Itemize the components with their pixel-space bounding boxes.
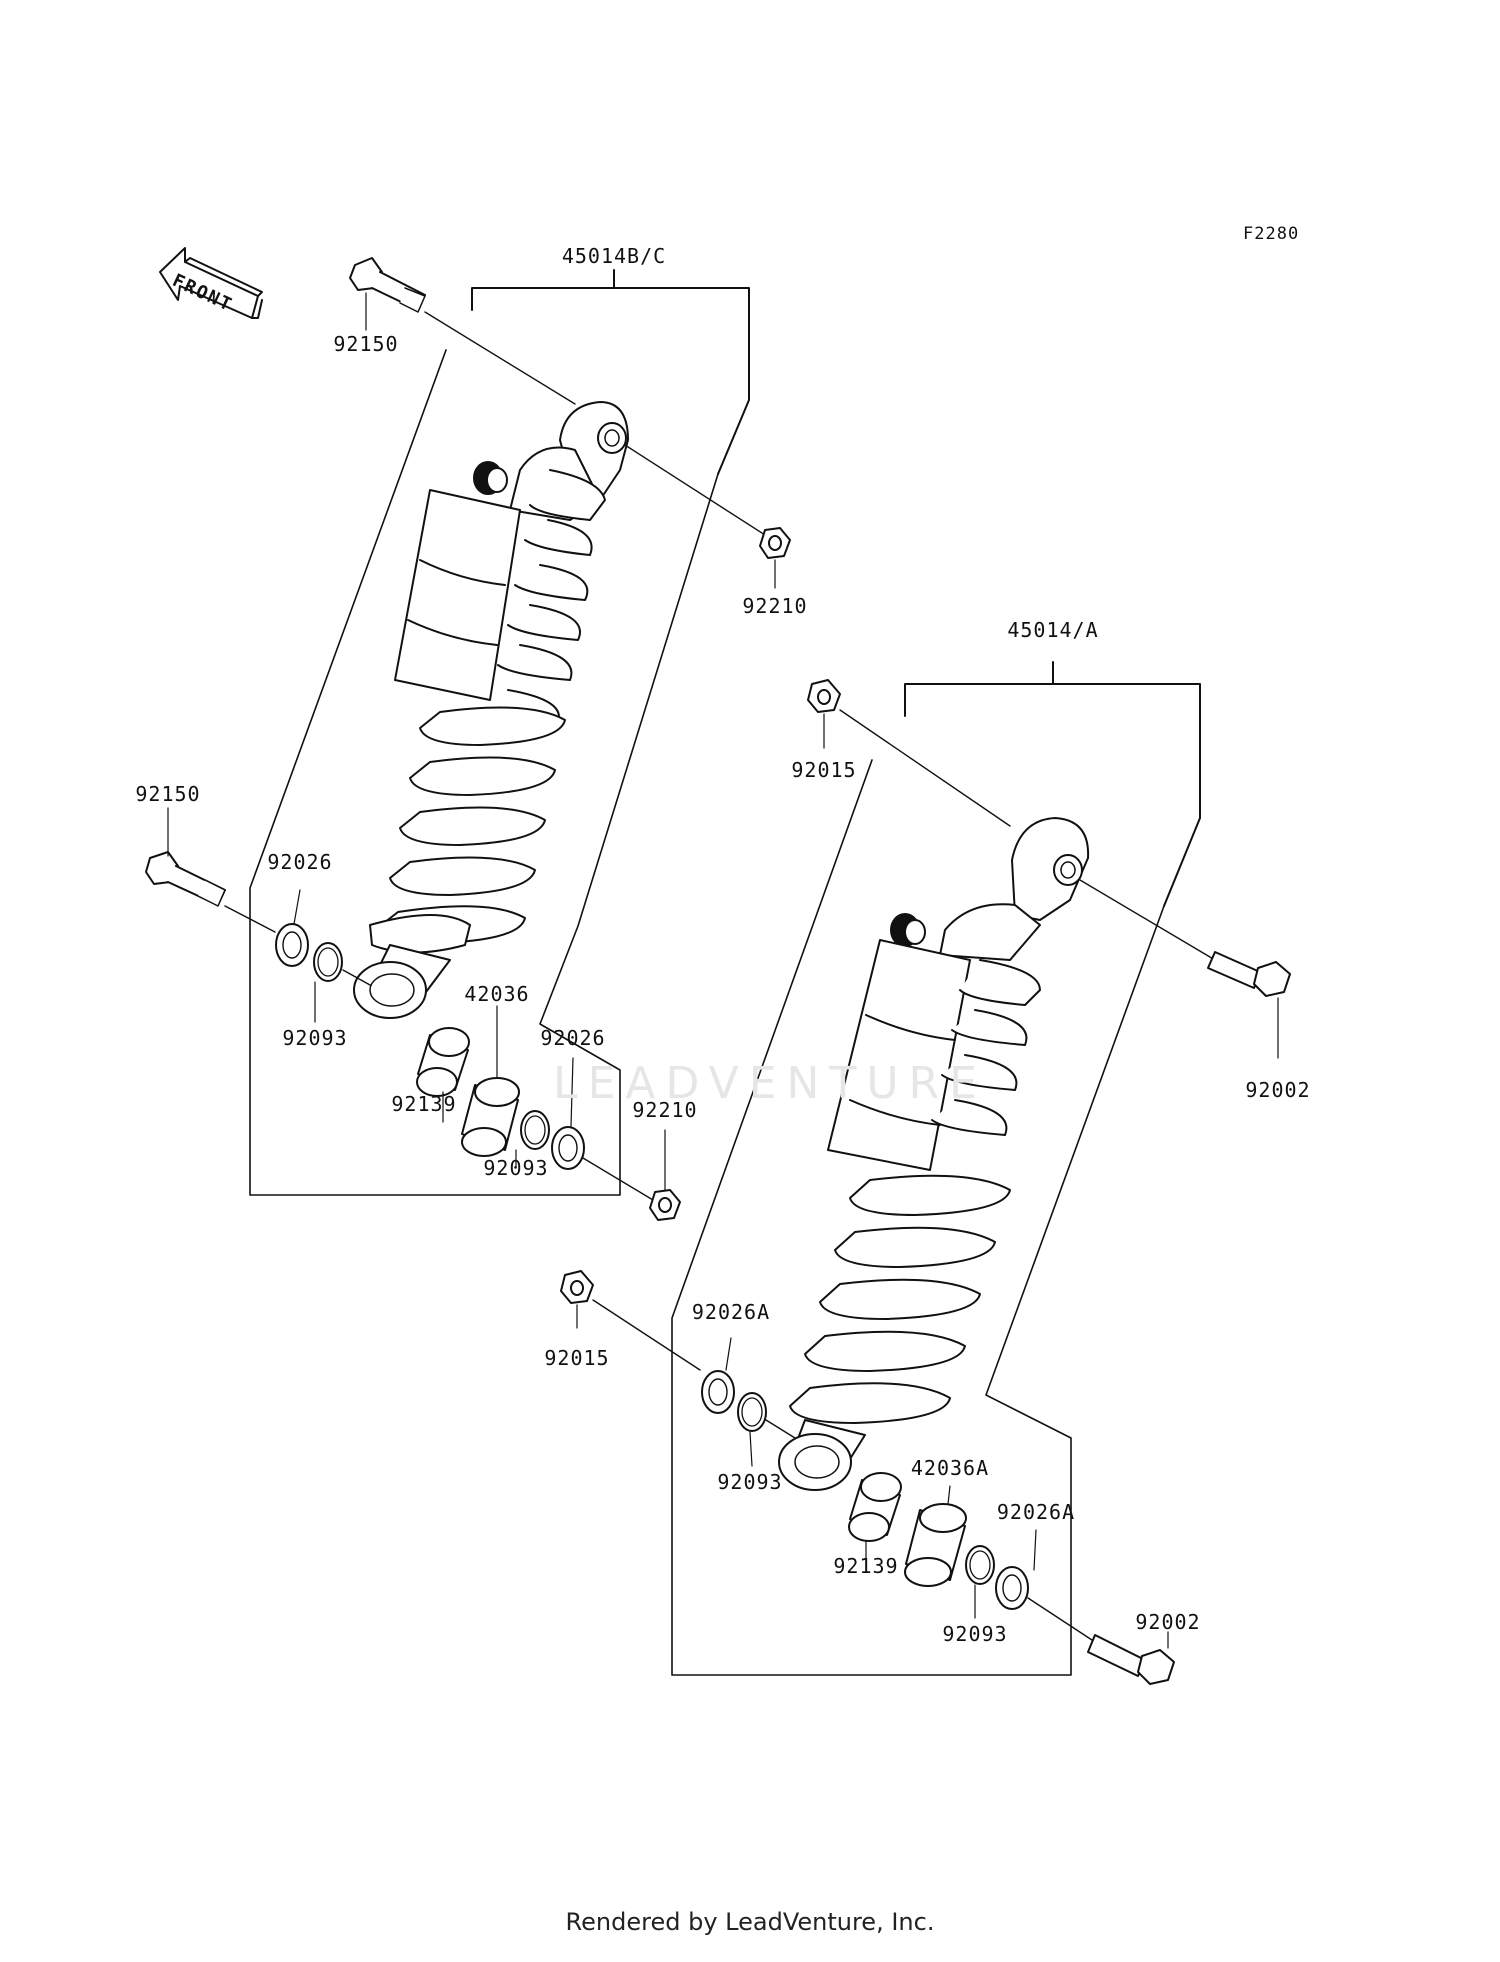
bolt-92150-top [349, 257, 426, 313]
nut-92210-top [759, 527, 791, 559]
footer-credit: Rendered by LeadVenture, Inc. [565, 1908, 935, 1936]
lower-assembly-bracket [671, 661, 1201, 1676]
upper-shock-absorber [353, 401, 629, 1019]
drawing-code: F2280 [1243, 224, 1300, 244]
part-label-92210-top[interactable]: 92210 [742, 594, 808, 618]
part-label-92026-left[interactable]: 92026 [267, 850, 333, 874]
part-label-92139-left[interactable]: 92139 [391, 1092, 457, 1116]
nut-92210-bottom [649, 1189, 681, 1221]
bushing-92139-left [416, 1027, 470, 1097]
part-label-92093-left[interactable]: 92093 [282, 1026, 348, 1050]
bushing-92139-b [848, 1472, 902, 1542]
part-label-92026A-left[interactable]: 92026A [691, 1300, 771, 1324]
assembly-label-lower[interactable]: 45014/A [1007, 618, 1099, 642]
part-label-92002-bottom[interactable]: 92002 [1135, 1610, 1201, 1634]
part-label-92093-mid[interactable]: 92093 [483, 1156, 549, 1180]
part-label-42036[interactable]: 42036 [464, 982, 530, 1006]
front-arrow-icon [159, 247, 263, 319]
bolt-92002-right [1207, 951, 1291, 997]
part-label-92015-top[interactable]: 92015 [791, 758, 857, 782]
collar-42036 [461, 1077, 520, 1157]
lower-shock-absorber [778, 817, 1090, 1491]
collar-42036A [904, 1503, 967, 1587]
part-label-92093-b[interactable]: 92093 [717, 1470, 783, 1494]
part-label-92150-left[interactable]: 92150 [135, 782, 201, 806]
nut-92015-top [807, 679, 841, 713]
part-label-92093-c[interactable]: 92093 [942, 1622, 1008, 1646]
part-label-42036A[interactable]: 42036A [910, 1456, 990, 1480]
part-label-92026-right[interactable]: 92026 [540, 1026, 606, 1050]
part-label-92002-right[interactable]: 92002 [1245, 1078, 1311, 1102]
lower-hardware [560, 679, 1291, 1685]
leader-lines [167, 292, 1037, 1619]
bolt-92150-left [145, 851, 226, 907]
upper-assembly-bracket [249, 269, 750, 1196]
part-label-92139-b[interactable]: 92139 [833, 1554, 899, 1578]
part-label-92015-bottom[interactable]: 92015 [544, 1346, 610, 1370]
watermark-text: LEADVENTURE [553, 1058, 987, 1109]
part-label-92150-top[interactable]: 92150 [333, 332, 399, 356]
nut-92015-bottom [560, 1270, 594, 1304]
part-label-92026A-right[interactable]: 92026A [996, 1500, 1076, 1524]
assembly-label-upper[interactable]: 45014B/C [561, 244, 667, 268]
bolt-92002-bottom [1087, 1634, 1175, 1685]
part-label-92210-bottom[interactable]: 92210 [632, 1098, 698, 1122]
